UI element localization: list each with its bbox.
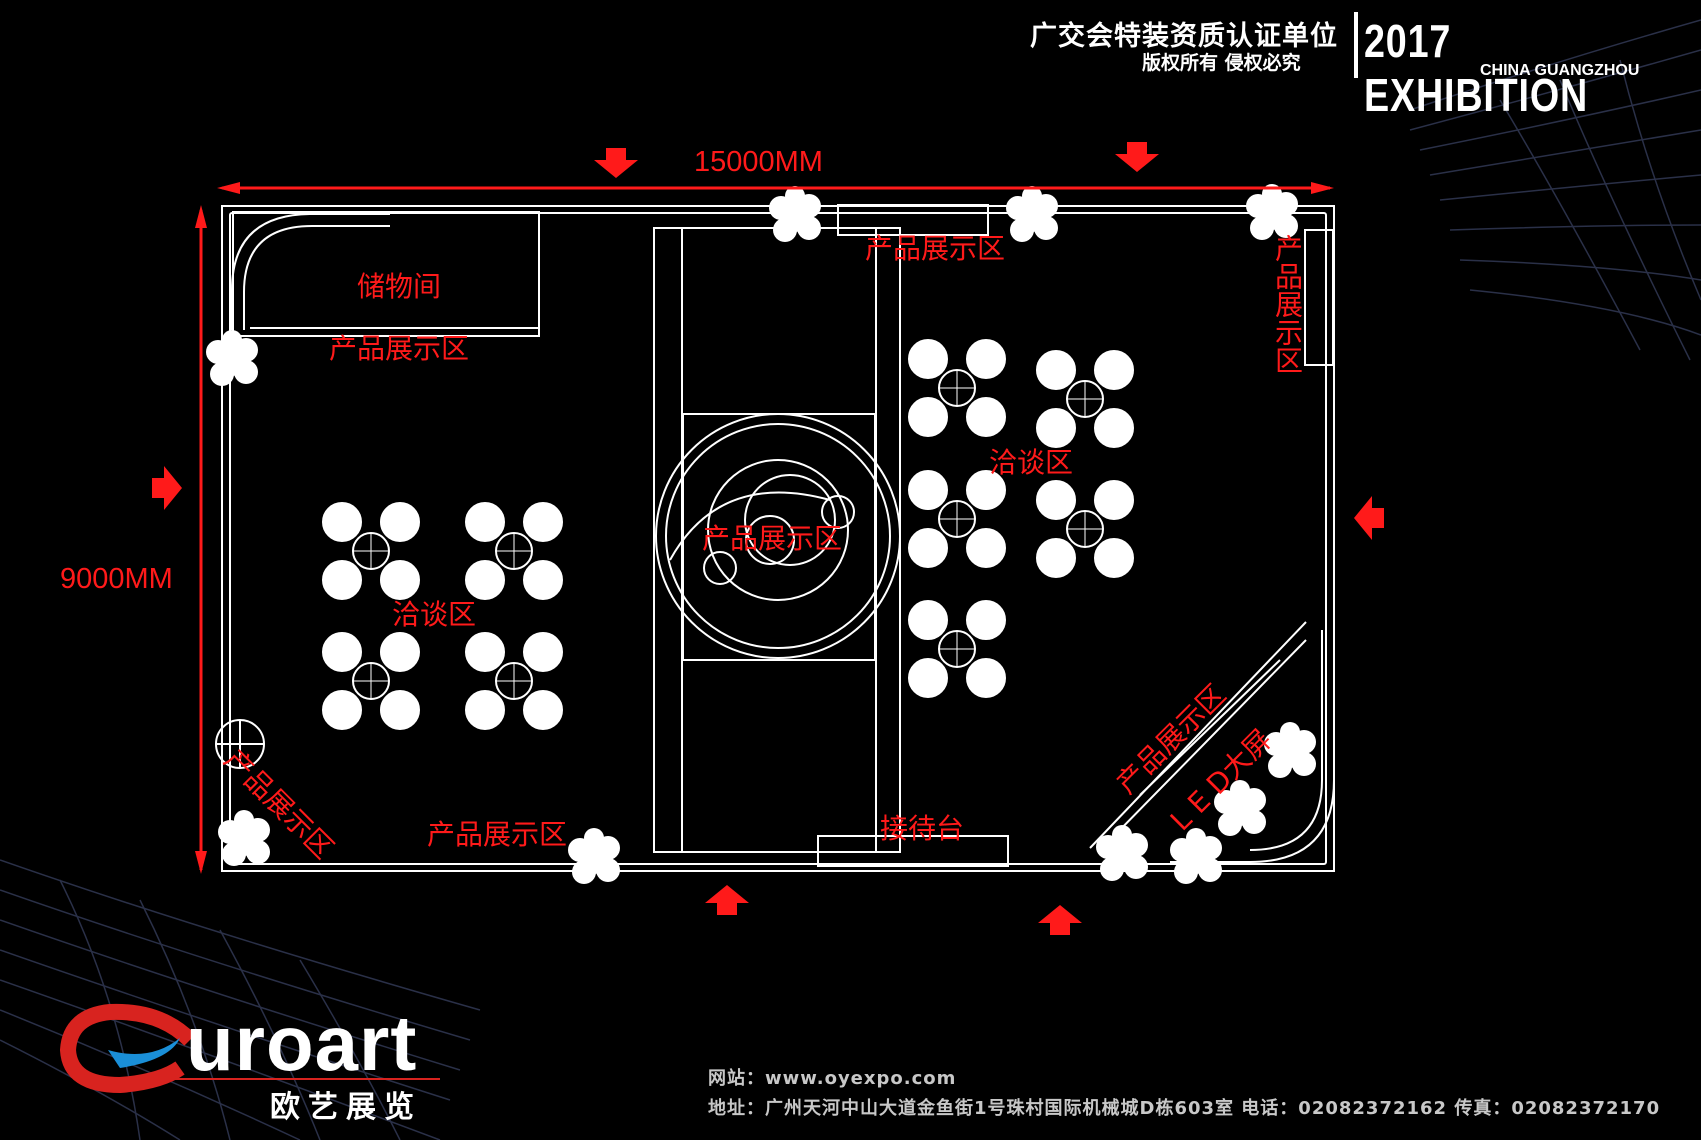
- copyright-text: 版权所有 侵权必究: [1142, 52, 1301, 74]
- logo-brand: uroart: [186, 999, 418, 1087]
- location-text: CHINA GUANGZHOU: [1480, 62, 1640, 79]
- zone-display-center: 产品展示区: [701, 522, 843, 555]
- zone-display-storage: 产品展示区: [328, 332, 470, 365]
- header-divider: [1354, 12, 1358, 78]
- exhibition-title: 2017 EXHIBITION: [1364, 15, 1589, 121]
- logo-brand-cn: 欧艺展览: [270, 1090, 422, 1125]
- zone-storage: 储物间: [356, 270, 442, 303]
- address-text: 地址：广州天河中山大道金鱼街1号珠村国际机械城D栋603室 电话：0208237…: [708, 1098, 1661, 1119]
- zone-negotiation-left: 洽谈区: [391, 598, 477, 631]
- zone-reception: 接待台: [879, 812, 965, 845]
- zone-display-right: 产品展示区: [1271, 234, 1304, 374]
- zone-negotiation-right: 洽谈区: [988, 446, 1074, 479]
- width-dimension: 15000MM: [694, 146, 823, 178]
- entrance-arrows: [152, 142, 1384, 935]
- dimension-lines: [195, 182, 1334, 874]
- zone-display-top: 产品展示区: [864, 232, 1006, 265]
- zone-display-bottom: 产品展示区: [426, 818, 568, 851]
- certification-text: 广交会特装资质认证单位: [1030, 21, 1338, 52]
- depth-dimension: 9000MM: [60, 563, 173, 595]
- website-text: 网站：www.oyexpo.com: [708, 1068, 957, 1089]
